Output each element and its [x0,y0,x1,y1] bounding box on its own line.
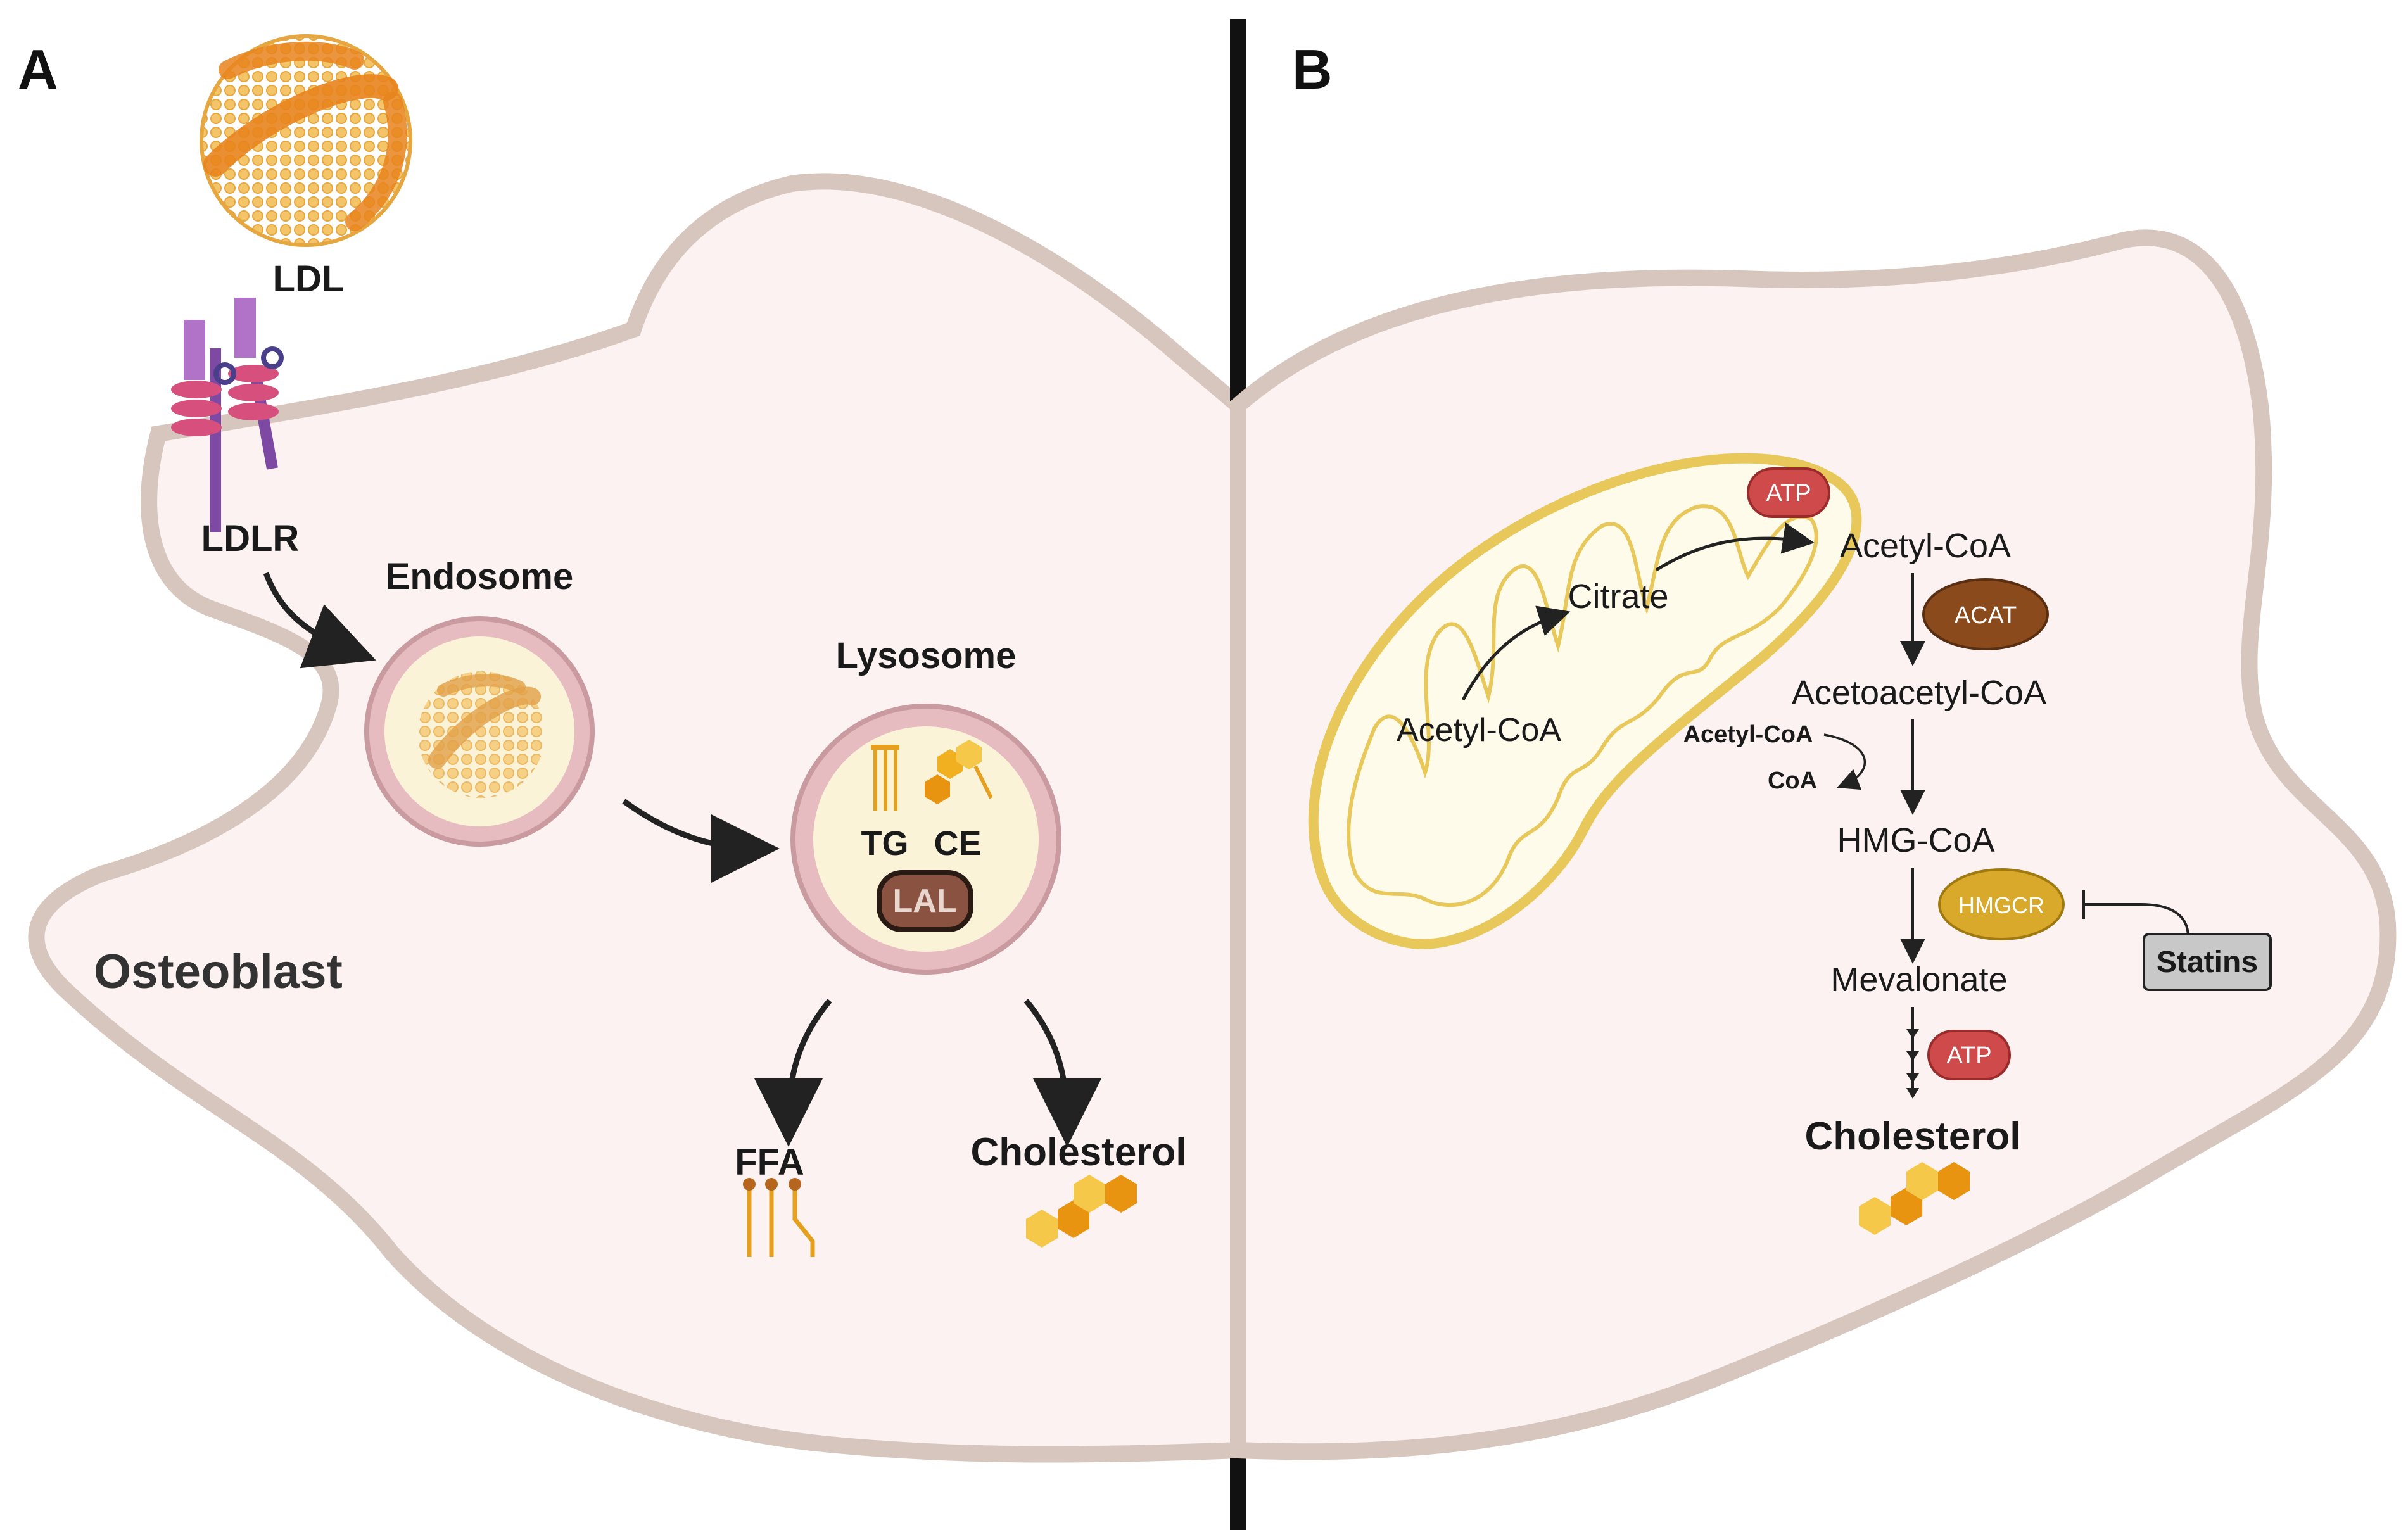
atp-bottom-badge [1927,1030,2011,1080]
hmg-coa-label: HMG-CoA [1837,821,1994,859]
triglyceride-icon [871,745,899,811]
cholesterol-a-icon [1026,1175,1137,1248]
acetoacetyl-coa-label: Acetoacetyl-CoA [1792,674,2046,712]
arrow-acetylcoa-to-citrate [1461,605,1571,701]
acetyl-coa-label: Acetyl-CoA [1840,527,2011,565]
panel-b-letter: B [1292,38,1333,101]
acat-label: ACAT [1955,602,2017,629]
panel-a-letter: A [18,38,58,101]
atp-top-badge [1747,467,1830,518]
statins-inhibition-line [2084,903,2189,938]
atp-top-label: ATP [1766,480,1811,507]
arrow-lysosome-to-cholesterol [1023,999,1101,1147]
acetyl-coa-input-label: Acetyl-CoA [1683,721,1813,748]
cholesterol-a-label: Cholesterol [970,1130,1186,1174]
tg-label: TG [861,825,909,863]
statins-label: Statins [2157,945,2258,979]
atp-bottom-label: ATP [1946,1042,1991,1069]
lal-label: LAL [892,883,956,920]
ldl-label: LDL [273,258,345,300]
hmgcr-enzyme-badge [1938,868,2065,940]
lal-enzyme-badge [877,870,973,932]
arrow-acetylcoa-to-coa [1823,733,1866,790]
osteoblast-cell [28,173,1246,1463]
ffa-label: FFA [735,1142,804,1183]
ce-label: CE [934,825,981,863]
arrow-citrate-to-acetylcoa [1655,522,1815,572]
arrow-lysosome-to-ffa [754,999,832,1147]
acetyl-coa-mito-label: Acetyl-CoA [1397,712,1561,749]
hmgcr-label: HMGCR [1958,892,2044,918]
osteoblast-label: Osteoblast [94,945,343,999]
panel-a: A LDL LDLR Endosome [18,34,1246,1463]
ldlr-label: LDLR [201,518,300,559]
citrate-label: Citrate [1568,578,1668,616]
coa-output-label: CoA [1768,768,1817,794]
arrow-endosome-to-lysosome [622,799,780,883]
mitochondrion-icon [1308,453,1862,949]
endosome-label: Endosome [386,556,574,597]
arrow-ldlr-to-endosome [263,572,376,669]
cholesterol-b-icon [1859,1162,1970,1235]
cholesterol-b-label: Cholesterol [1804,1115,2020,1158]
lysosome-label: Lysosome [836,635,1017,676]
acat-enzyme-badge [1922,578,2049,650]
endosome-icon [364,616,595,847]
statins-box [2143,933,2272,991]
cholesteryl-ester-icon [925,740,993,804]
lysosome-icon: TG CE LAL [790,704,1061,975]
panel-b: B Acetyl-CoA Citrate ATP Acetyl-CoA ACAT… [1230,38,2397,1460]
mevalonate-label: Mevalonate [1830,961,2007,999]
multistep-arrow [1906,1007,1919,1099]
ldl-receptor-icon [171,298,284,532]
ldl-particle-icon [200,34,412,247]
free-fatty-acid-icon [743,1178,815,1257]
